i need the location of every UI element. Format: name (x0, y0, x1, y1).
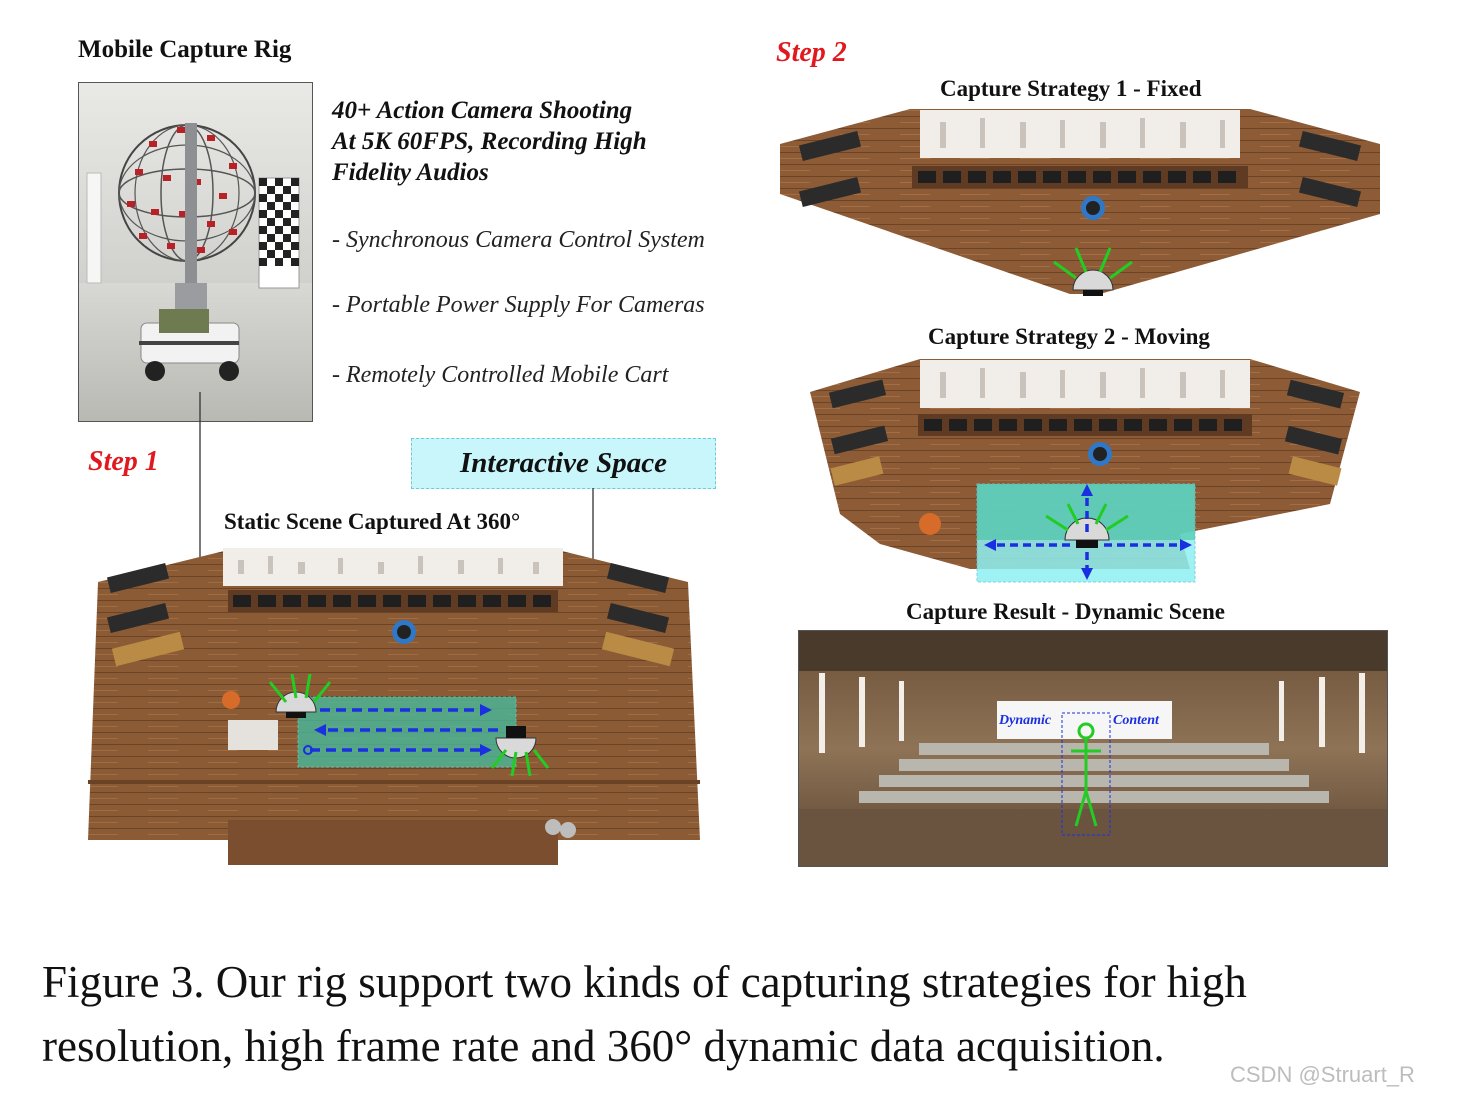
static-scene-title: Static Scene Captured At 360° (224, 509, 521, 534)
rig-description-line-3: Fidelity Audios (332, 159, 489, 186)
strategy-1-title: Capture Strategy 1 - Fixed (940, 76, 1202, 101)
step-1-label: Step 1 (88, 446, 159, 477)
rig-bullet-power: - Portable Power Supply For Cameras (332, 292, 705, 318)
rig-description-line-1: 40+ Action Camera Shooting (332, 97, 633, 124)
rig-title: Mobile Capture Rig (78, 36, 292, 63)
interactive-space-label: Interactive Space (411, 438, 716, 489)
caption-line-2: resolution, high frame rate and 360° dyn… (42, 1021, 1165, 1071)
static-scene-floorplan (88, 540, 700, 865)
screen-label-content: Content (1113, 713, 1159, 728)
capture-result-render: Dynamic Content (798, 630, 1388, 867)
watermark: CSDN @Struart_R (1230, 1062, 1415, 1087)
strategy-2-floorplan (810, 354, 1360, 586)
strategy-2-title: Capture Strategy 2 - Moving (928, 324, 1210, 349)
screen-label-dynamic: Dynamic (999, 713, 1052, 728)
strategy-1-floorplan (780, 104, 1380, 302)
rig-bullet-sync: - Synchronous Camera Control System (332, 227, 705, 253)
caption-line-1: Figure 3. Our rig support two kinds of c… (42, 957, 1247, 1007)
capture-result-title: Capture Result - Dynamic Scene (906, 599, 1225, 624)
figure-caption: Figure 3. Our rig support two kinds of c… (42, 950, 1442, 1078)
rig-description-heading: 40+ Action Camera Shooting At 5K 60FPS, … (332, 95, 647, 188)
rig-photo (78, 82, 313, 422)
rig-bullet-cart: - Remotely Controlled Mobile Cart (332, 362, 669, 388)
rig-description-line-2: At 5K 60FPS, Recording High (332, 128, 647, 155)
step-2-label: Step 2 (776, 37, 847, 68)
